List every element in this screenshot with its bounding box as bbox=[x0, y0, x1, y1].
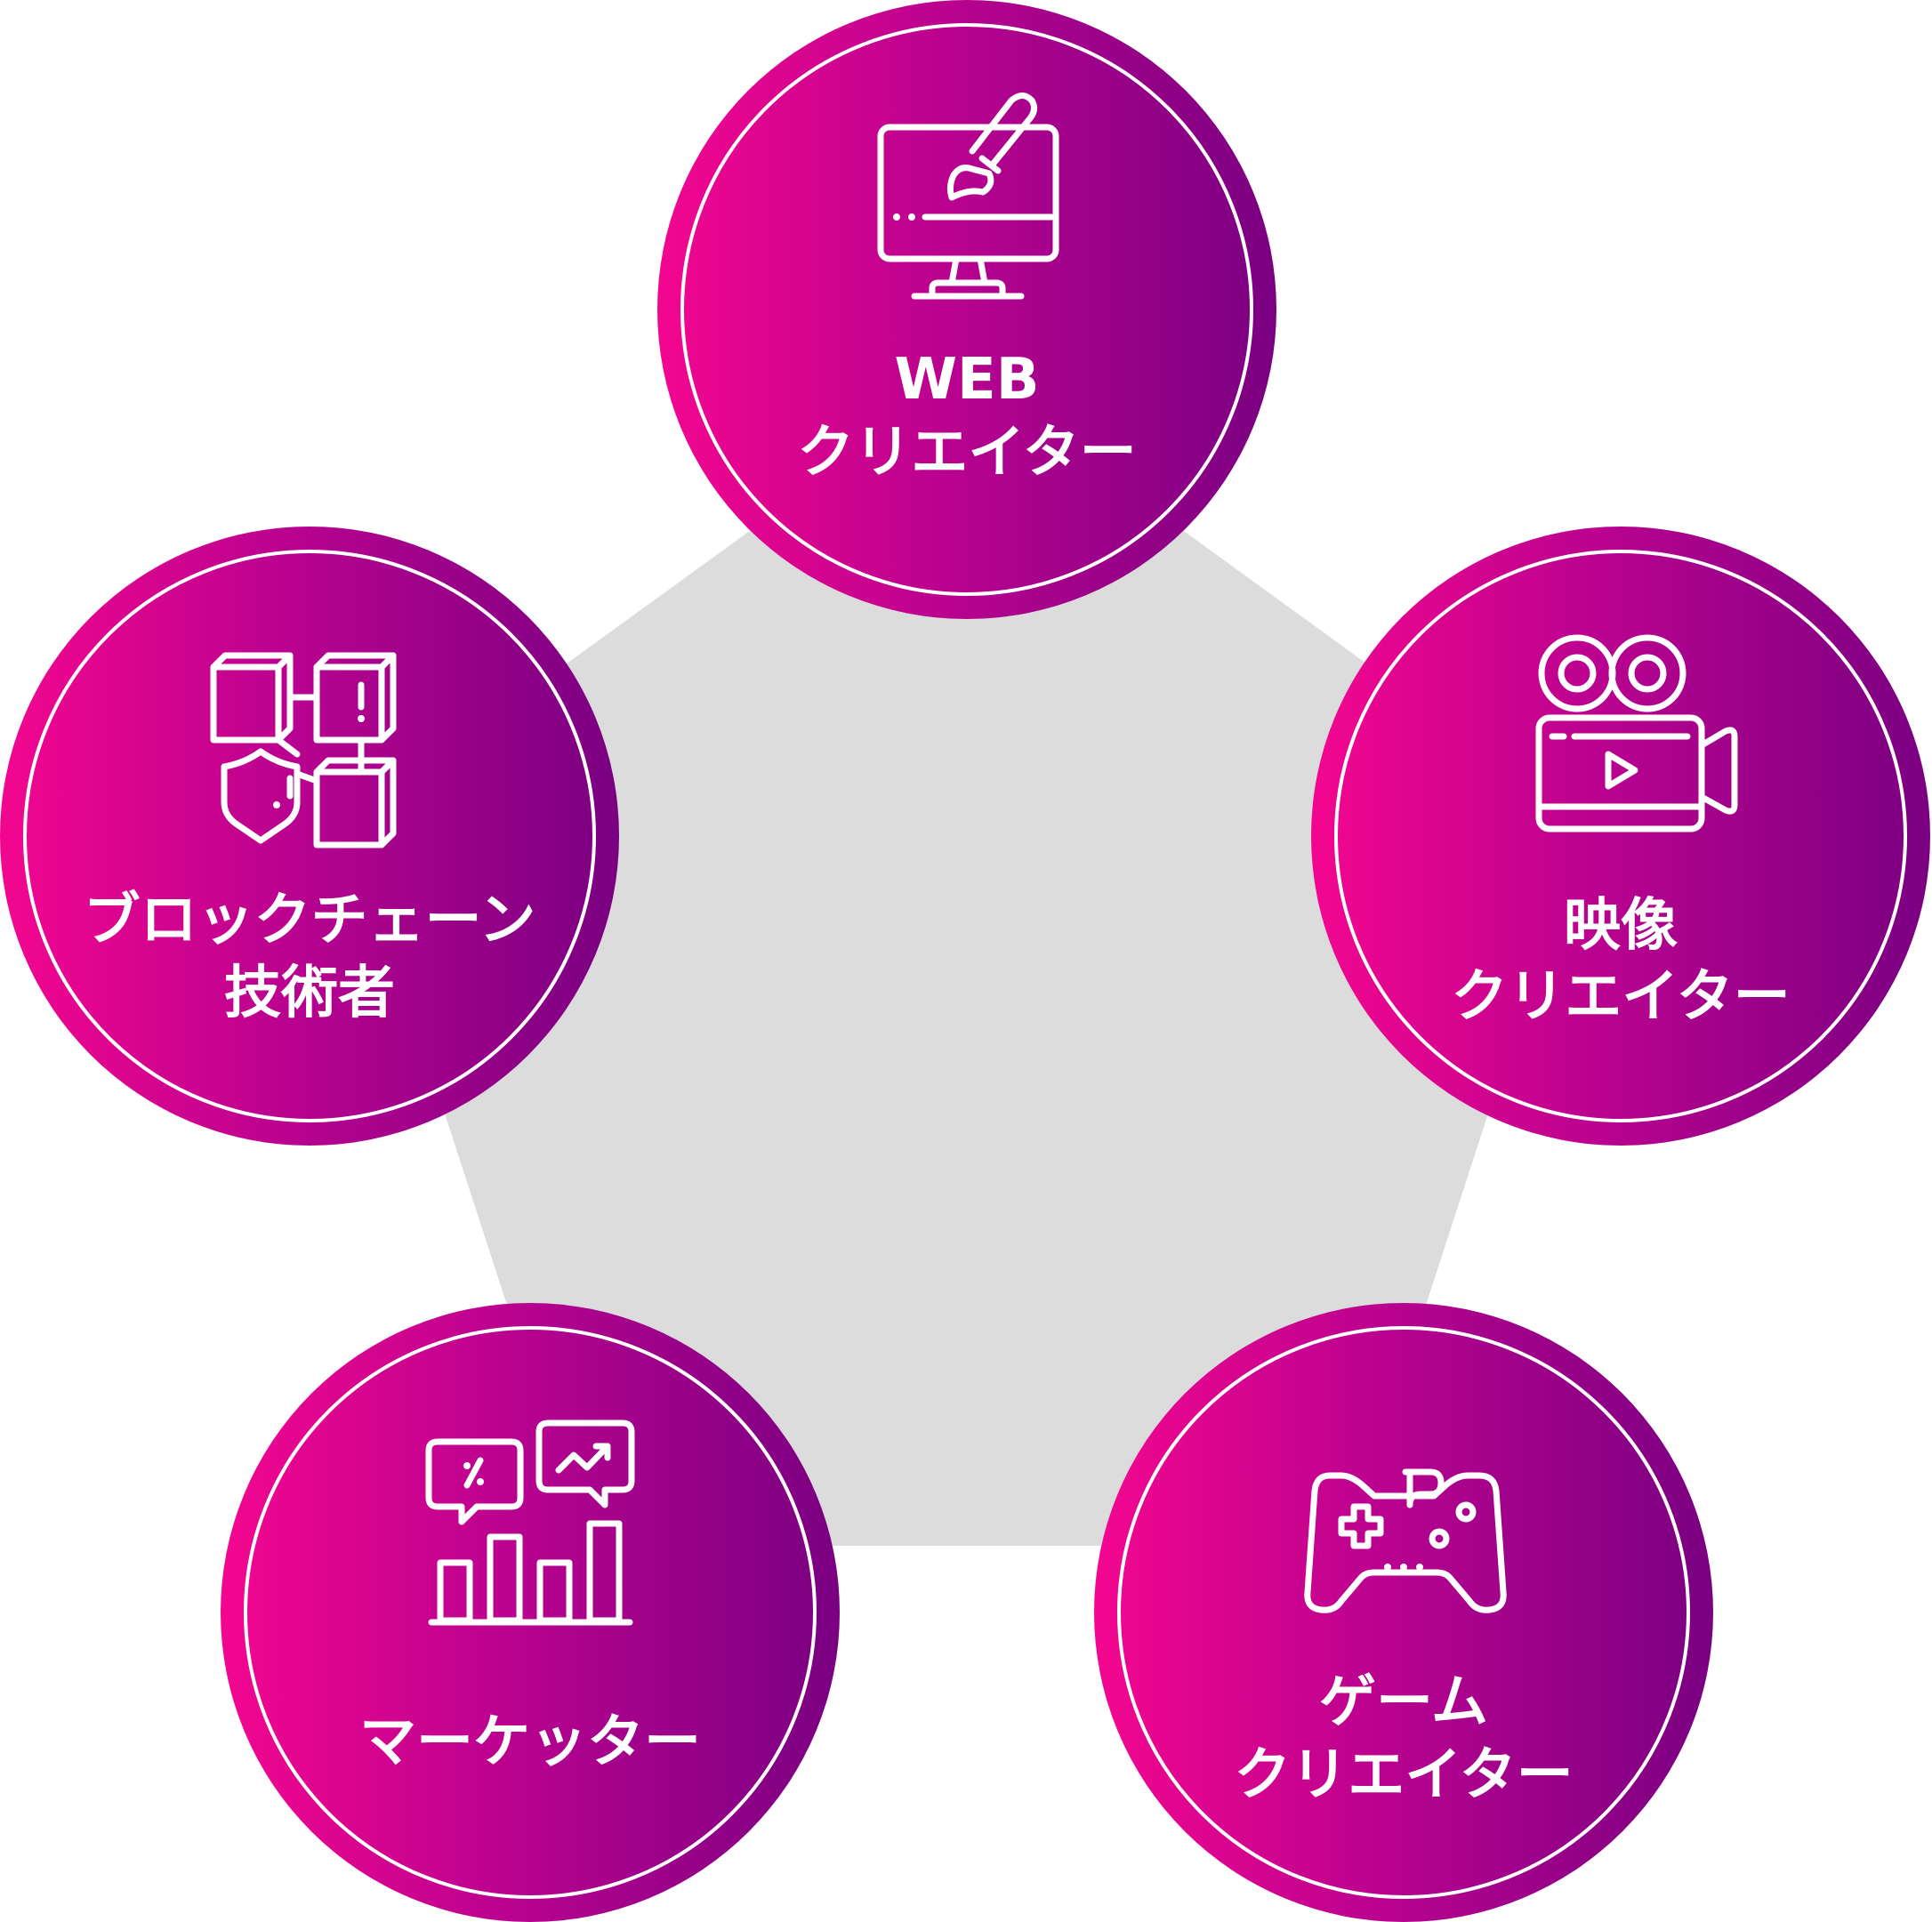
node-ring bbox=[244, 1326, 817, 1899]
node-ring bbox=[1117, 1326, 1690, 1899]
node-ring bbox=[1334, 550, 1907, 1122]
node-game-creator: ゲーム クリエイター bbox=[1094, 1303, 1713, 1922]
node-web-creator: WEB クリエイター bbox=[657, 0, 1276, 619]
node-label-line1: 映像 bbox=[1564, 893, 1678, 959]
blockchain-blocks-icon bbox=[210, 652, 397, 848]
node-label-line1: WEB bbox=[894, 347, 1039, 413]
node-label-line2: 技術者 bbox=[224, 961, 395, 1026]
chat-bar-chart-icon bbox=[425, 1419, 635, 1626]
node-label-line2: クリエイター bbox=[1234, 1742, 1573, 1808]
node-label-line1: ブロックチェーン bbox=[84, 888, 536, 953]
node-ring bbox=[23, 550, 596, 1122]
node-label-line1: ゲーム bbox=[1319, 1669, 1488, 1735]
node-circle bbox=[657, 0, 1276, 619]
node-label-line2: クリエイター bbox=[1451, 964, 1790, 1030]
node-video-creator: 映像 クリエイター bbox=[1311, 527, 1930, 1146]
node-label-line2: クリエイター bbox=[797, 420, 1136, 486]
node-marketer: マーケッター bbox=[221, 1303, 840, 1922]
node-circle bbox=[0, 527, 619, 1146]
node-circle bbox=[221, 1303, 840, 1922]
monitor-paintbrush-icon bbox=[877, 92, 1059, 300]
node-ring bbox=[680, 23, 1253, 596]
film-camera-icon bbox=[1535, 634, 1738, 832]
node-circle bbox=[1311, 527, 1930, 1146]
node-blockchain-engineer: ブロックチェーン 技術者 bbox=[0, 527, 619, 1146]
node-circle bbox=[1094, 1303, 1713, 1922]
node-label-line1: マーケッター bbox=[359, 1709, 701, 1775]
game-controller-icon bbox=[1304, 1468, 1507, 1613]
background-pentagon bbox=[350, 374, 1583, 1546]
